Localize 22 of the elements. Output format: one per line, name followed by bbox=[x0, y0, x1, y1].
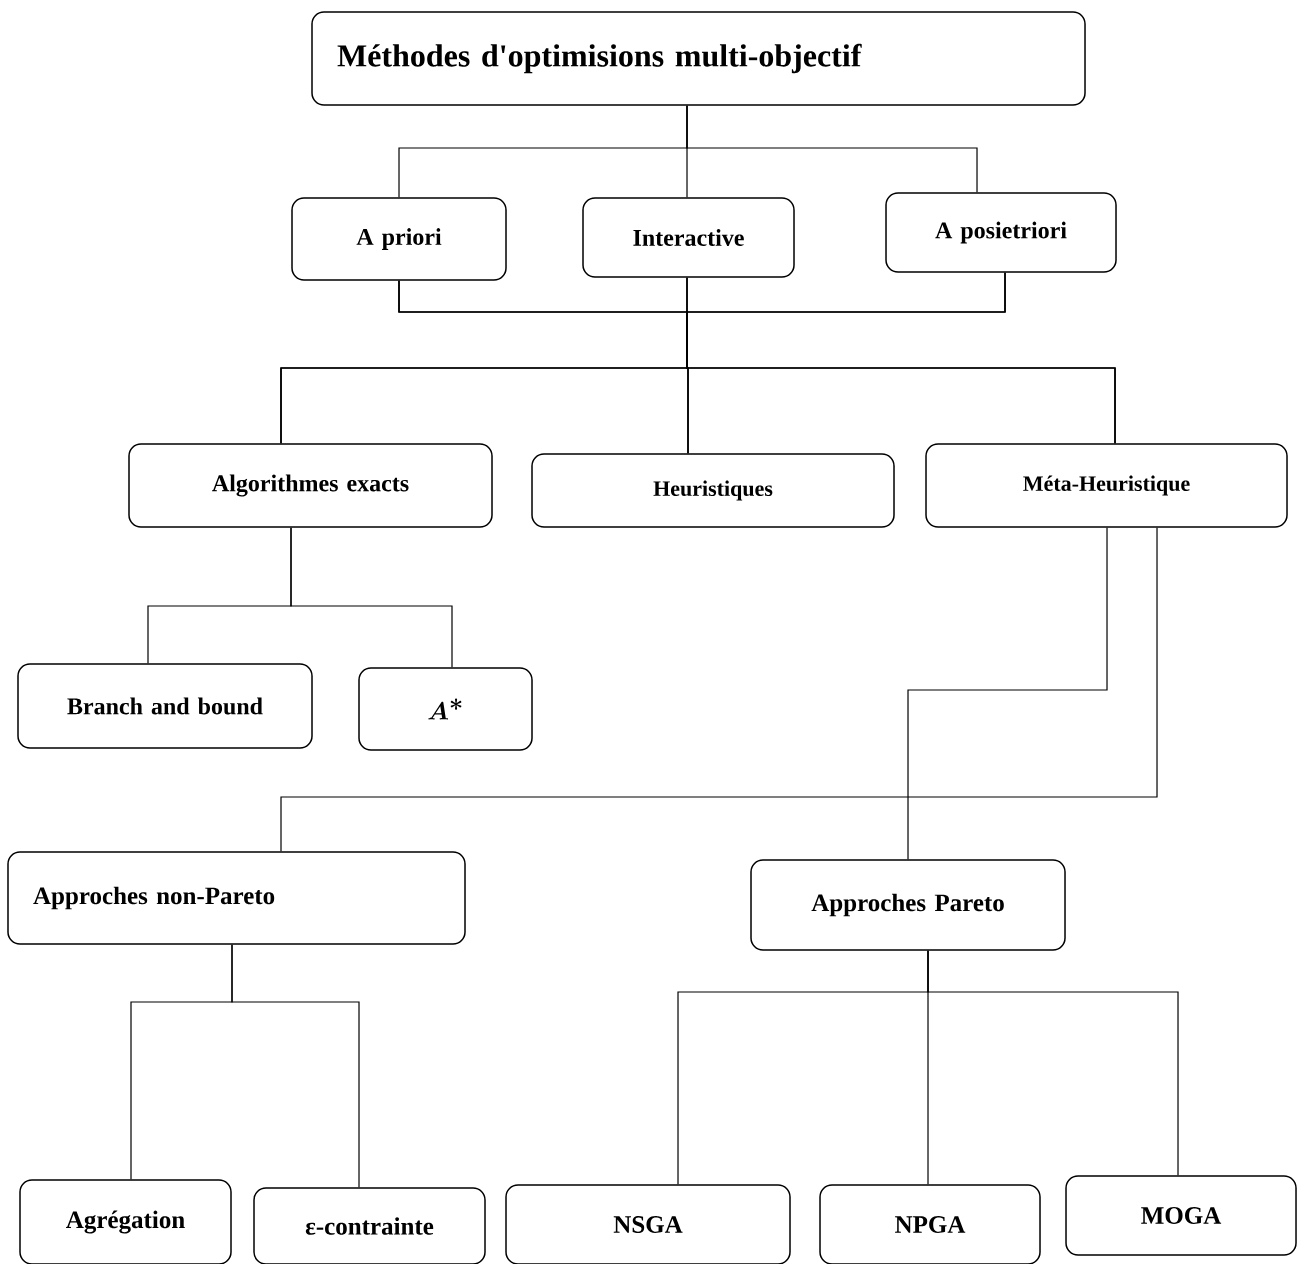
process-box: Algorithmes exacts bbox=[128, 443, 493, 528]
process-box: MOGA bbox=[1065, 1175, 1297, 1256]
connector-line bbox=[686, 105, 978, 193]
connector-line bbox=[290, 527, 453, 668]
process-box: NSGA bbox=[505, 1184, 791, 1264]
process-box: NPGA bbox=[819, 1184, 1041, 1264]
process-box: A priori bbox=[291, 197, 507, 281]
process-box: Agrégation bbox=[19, 1179, 232, 1264]
process-box: $\boldsymbol{A}^{*}$ bbox=[358, 667, 533, 751]
process-box: Méthodes d'optimisions multi-objectif bbox=[311, 11, 1086, 106]
process-box: Heuristiques bbox=[531, 453, 895, 528]
connector-line bbox=[280, 527, 1158, 852]
process-box: Interactive bbox=[582, 197, 795, 278]
process-box: Approches Pareto bbox=[750, 859, 1066, 951]
process-box: A posietriori bbox=[885, 192, 1117, 273]
connector-line bbox=[927, 950, 1179, 1176]
process-box: Branch and bound bbox=[17, 663, 313, 749]
process-box: ε-contrainte bbox=[253, 1187, 486, 1264]
connector-line bbox=[907, 527, 1108, 860]
process-box: Approches non-Pareto bbox=[7, 851, 466, 945]
connector-line bbox=[231, 944, 360, 1188]
process-box: Méta-Heuristique bbox=[925, 443, 1288, 528]
